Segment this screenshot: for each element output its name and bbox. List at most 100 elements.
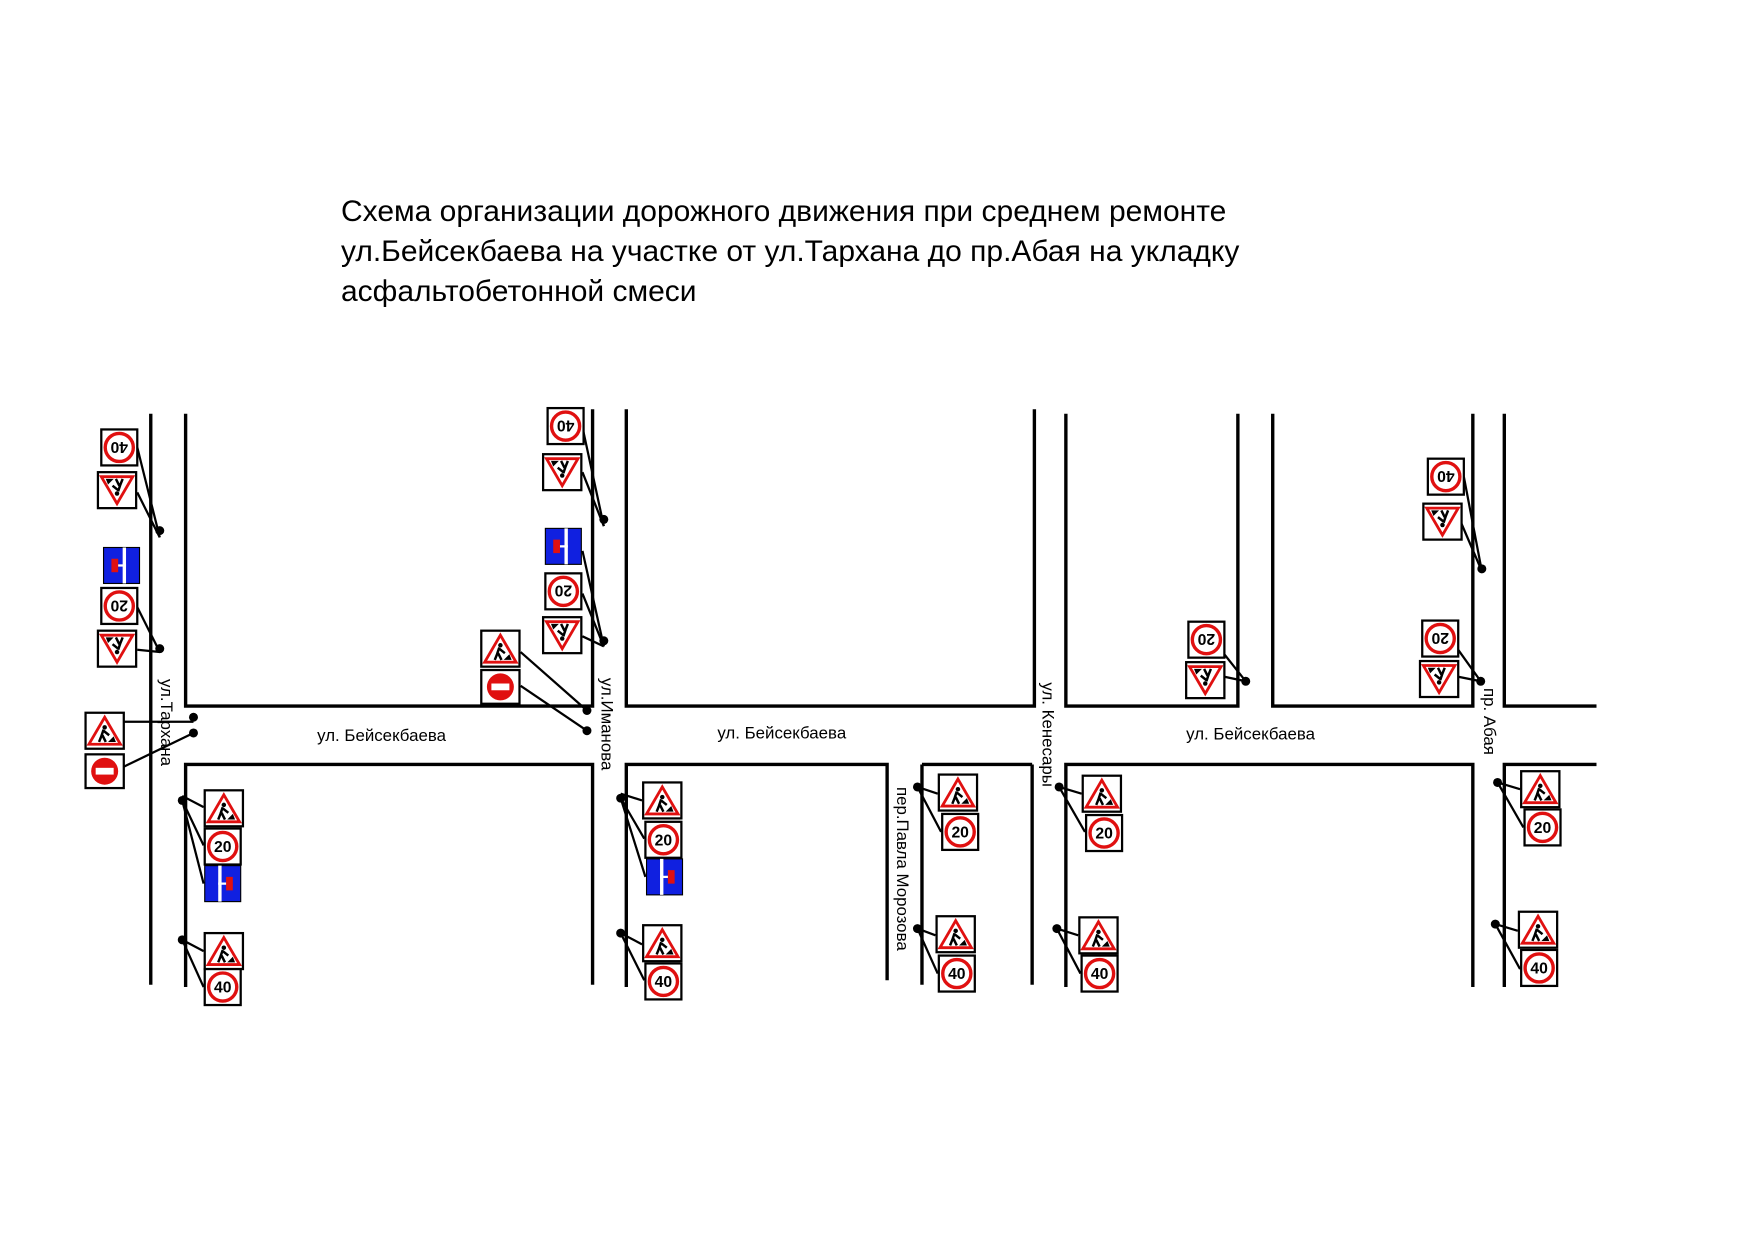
leader-line (136, 447, 161, 538)
dead-end-sign (204, 865, 242, 903)
road-works-sign (541, 452, 583, 492)
speed-limit-value: 20 (1197, 630, 1215, 647)
road-works-sign (541, 615, 583, 655)
dead-end-sign (544, 527, 582, 565)
leader-line (619, 797, 647, 878)
sign-post-icon (1241, 676, 1251, 686)
speed-limit-value: 40 (1530, 961, 1548, 978)
leader-line (137, 648, 160, 654)
dead-end-sign (102, 546, 141, 585)
title-line-2: ул.Бейсекбаева на участке от ул.Тархана … (341, 235, 1240, 268)
speed-limit-sign: 20 (203, 826, 243, 867)
road-works-icon (1517, 910, 1559, 950)
leader-line (123, 731, 194, 768)
speed-limit-value: 20 (214, 839, 232, 856)
road-works-icon (937, 773, 979, 812)
leader-line (581, 550, 605, 647)
sign-post-icon (188, 728, 198, 738)
speed-limit-sign: 20 (1420, 618, 1460, 659)
road-works-icon (203, 931, 245, 971)
road-works-sign (96, 470, 138, 510)
speed-limit-value: 20 (655, 832, 673, 849)
road-works-sign (641, 781, 683, 820)
sign-post-icon (912, 782, 922, 792)
leader-line (916, 928, 939, 975)
diagram-title: Схема организации дорожного движения при… (341, 192, 1239, 312)
speed-limit-value: 20 (951, 825, 969, 842)
sign-post-icon (1054, 782, 1064, 792)
leader-line (1462, 476, 1483, 572)
sign-post-icon (912, 924, 922, 934)
speed-limit-value: 40 (214, 980, 232, 997)
leader-line (581, 426, 605, 527)
street-label-beisekbaeva-1: ул. Бейсекбаева (317, 726, 446, 745)
speed-limit-value: 40 (948, 966, 966, 983)
street-label-imanova: ул.Иманова (598, 678, 617, 771)
speed-limit-value: 40 (557, 416, 575, 433)
sign-post-icon (177, 795, 187, 805)
road-works-icon (541, 615, 583, 655)
leader-line (1494, 923, 1522, 970)
sign-post-icon (1490, 919, 1500, 929)
sign-post-icon (582, 706, 592, 715)
speed-limit-sign: 20 (1522, 807, 1563, 848)
road-works-icon (1421, 502, 1463, 542)
leader-line (620, 792, 643, 802)
no-entry-sign (84, 753, 125, 790)
sign-post-icon (1493, 777, 1503, 787)
leader-line (581, 635, 605, 648)
dead-end-icon (102, 546, 141, 585)
road-works-icon (96, 470, 138, 510)
street-label-beisekbaeva-3: ул. Бейсекбаева (1186, 725, 1315, 744)
speed-limit-sign: 40 (545, 406, 586, 446)
road-edges (149, 409, 1597, 988)
no-entry-sign (480, 668, 521, 705)
leader-line (1058, 786, 1086, 833)
road-works-icon (935, 914, 977, 954)
speed-limit-sign: 40 (937, 953, 977, 994)
speed-limit-value: 20 (554, 582, 572, 599)
road-works-sign (641, 923, 683, 963)
speed-limit-value: 40 (110, 438, 128, 455)
sign-post-icon (616, 928, 626, 938)
dead-end-icon (204, 865, 242, 903)
street-label-morozova: пер.Павла Морозова (893, 787, 912, 951)
speed-limit-value: 40 (655, 974, 673, 991)
road-works-icon (1081, 774, 1123, 814)
sign-post-icon (1476, 676, 1486, 686)
leader-line (519, 651, 588, 712)
sign-post-icon (177, 935, 187, 945)
sign-leader-lines (123, 426, 1525, 988)
no-entry-icon (480, 668, 521, 705)
road-works-sign (479, 629, 521, 669)
speed-limit-value: 40 (1437, 467, 1455, 484)
road-works-sign (203, 931, 245, 971)
leader-line (619, 797, 646, 840)
road-works-sign (937, 773, 979, 812)
leader-line (1055, 928, 1082, 975)
road-works-sign (935, 914, 977, 954)
leader-line (136, 606, 161, 653)
speed-limit-sign: 20 (1186, 620, 1227, 660)
leader-line (181, 799, 205, 846)
road-works-sign (1517, 910, 1559, 950)
speed-limit-sign: 20 (940, 812, 980, 852)
leader-line (1460, 523, 1483, 572)
sign-post-icon (188, 712, 198, 722)
road-works-icon (479, 629, 521, 669)
speed-limit-sign: 40 (643, 961, 684, 1002)
speed-limit-sign: 40 (99, 427, 139, 468)
road-works-sign (203, 788, 245, 828)
speed-limit-sign: 20 (99, 586, 139, 626)
leader-line (619, 932, 646, 981)
road-works-icon (1077, 915, 1119, 955)
sign-post-icon (1477, 564, 1487, 574)
title-line-1: Схема организации дорожного движения при… (341, 195, 1227, 228)
speed-limit-value: 20 (1095, 826, 1113, 843)
street-label-kenesary: ул. Кенесары (1038, 682, 1057, 786)
speed-limit-sign: 40 (1519, 948, 1559, 988)
dead-end-sign (645, 858, 684, 896)
street-label-beisekbaeva-2: ул. Бейсекбаева (717, 724, 846, 743)
